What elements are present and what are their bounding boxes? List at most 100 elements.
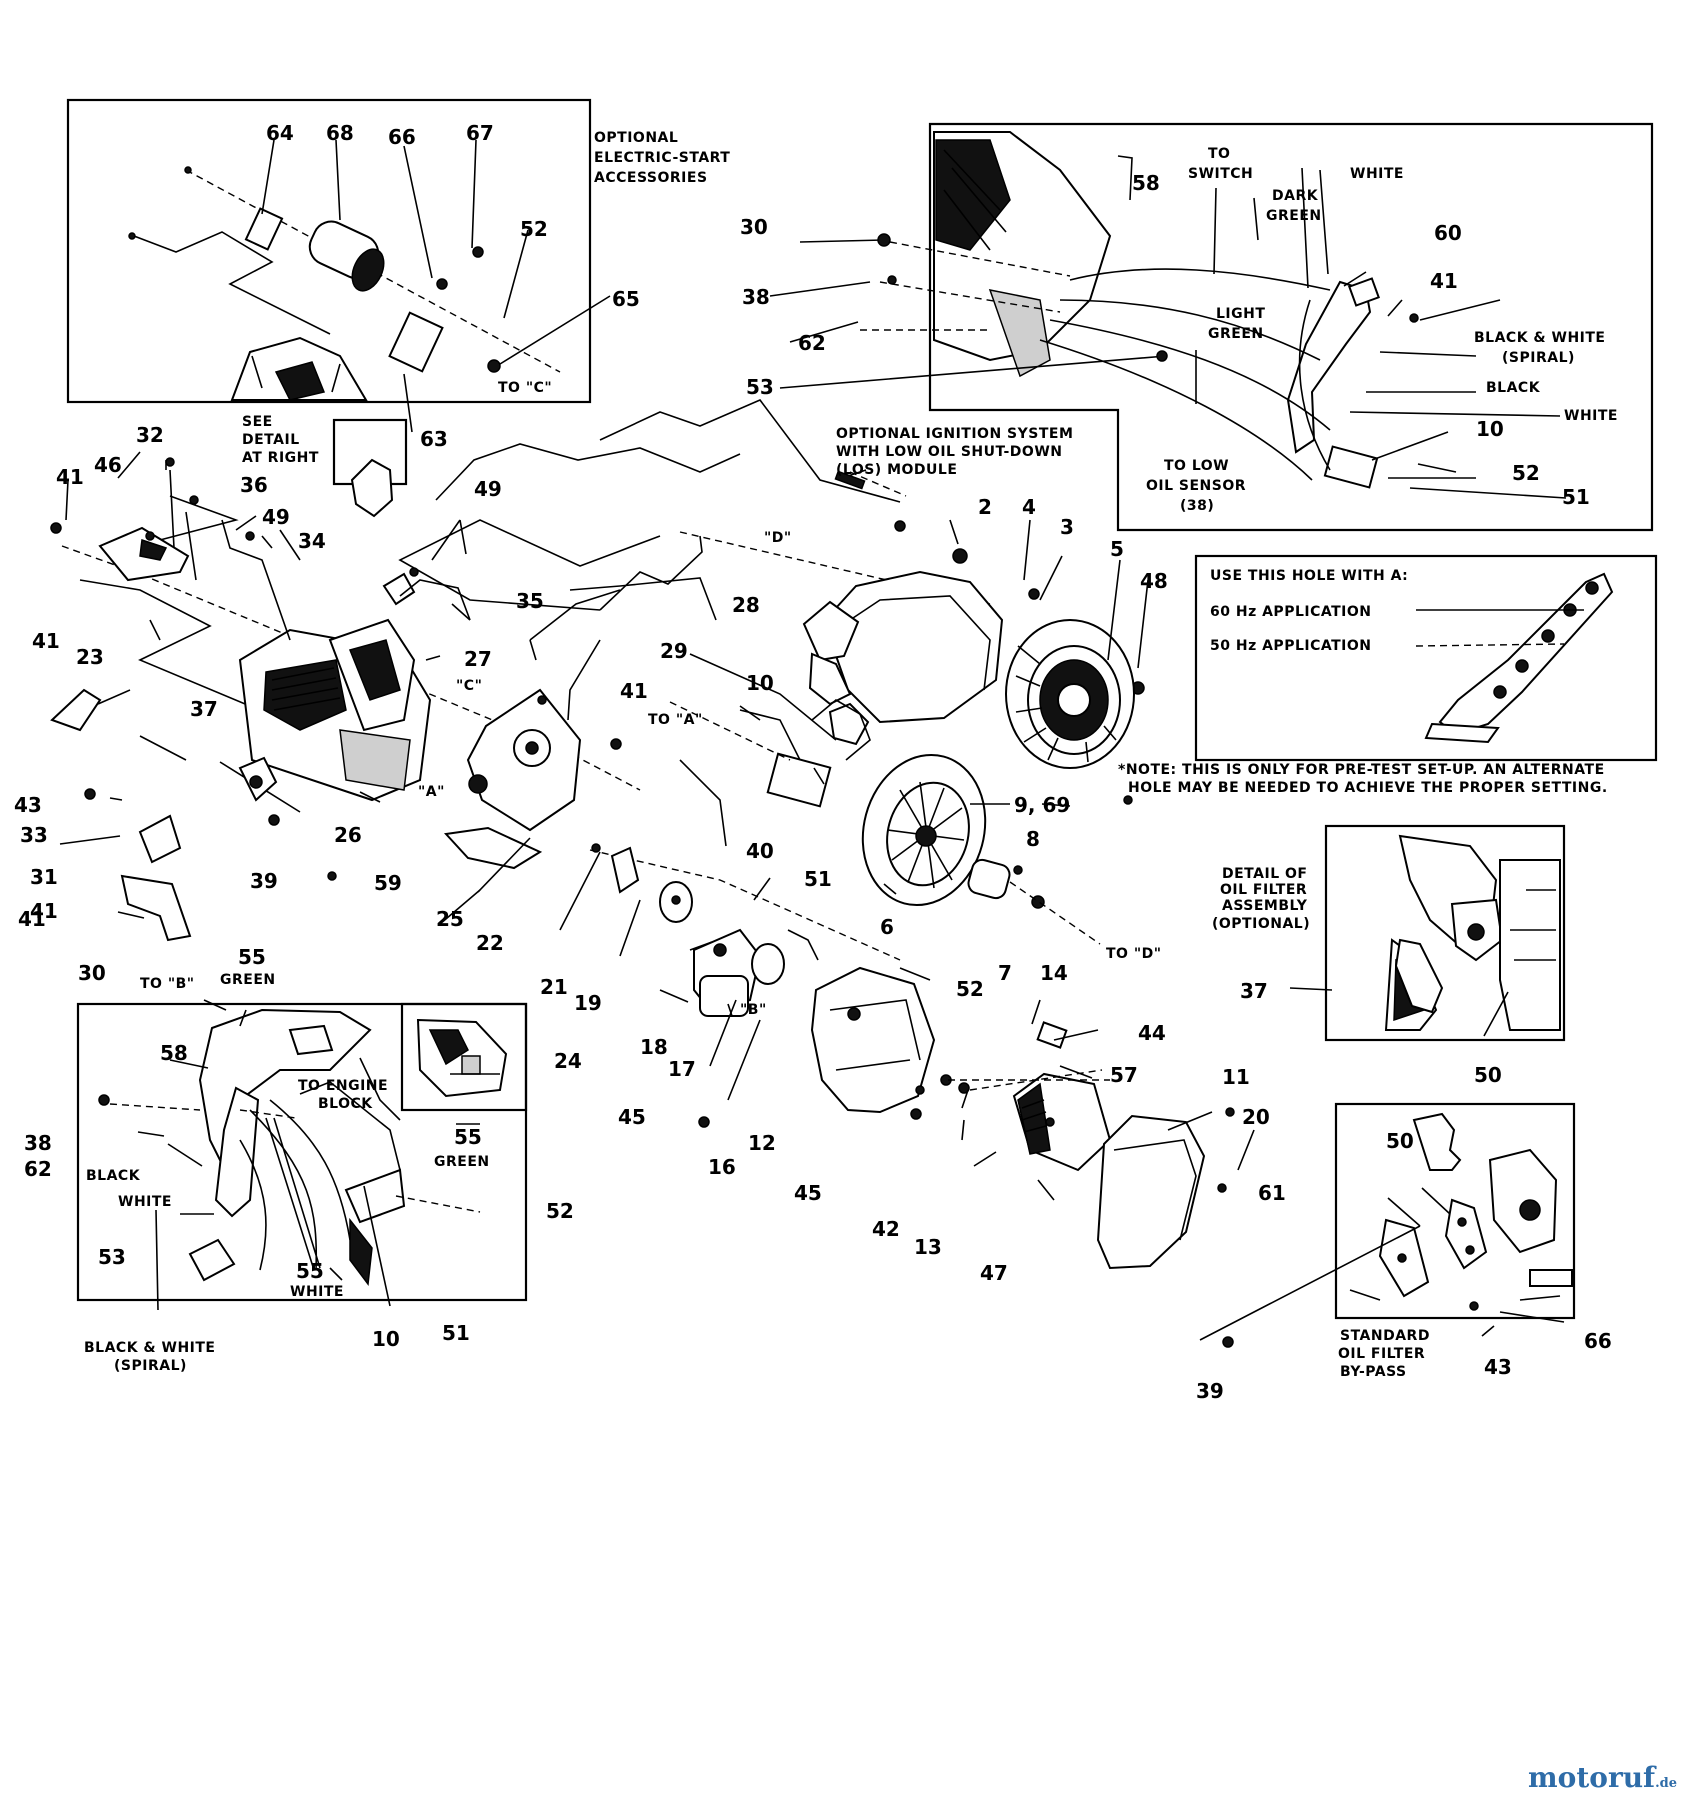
svg-text:OIL FILTER: OIL FILTER [1338, 1346, 1425, 1362]
svg-text:ACCESSORIES: ACCESSORIES [594, 170, 708, 186]
svg-text:DARK: DARK [1272, 188, 1319, 204]
blower-housing-assembly [679, 520, 1145, 769]
svg-text:(38): (38) [1180, 498, 1214, 514]
svg-text:8: 8 [1026, 827, 1040, 851]
svg-text:51: 51 [804, 867, 832, 891]
caption-to-d: TO "D" [1106, 946, 1162, 962]
svg-text:55: 55 [238, 945, 266, 969]
svg-text:AT RIGHT: AT RIGHT [242, 450, 319, 466]
svg-text:66: 66 [1584, 1329, 1612, 1353]
caption-hole-title: USE THIS HOLE WITH A: [1210, 568, 1408, 584]
svg-text:30: 30 [78, 961, 106, 985]
svg-text:55: 55 [454, 1125, 482, 1149]
svg-text:6: 6 [880, 915, 894, 939]
caption-note: *NOTE: THIS IS ONLY FOR PRE-TEST SET-UP.… [1118, 762, 1608, 796]
svg-text:62: 62 [798, 331, 826, 355]
caption-green-a: GREEN [220, 972, 276, 988]
svg-text:51: 51 [442, 1321, 470, 1345]
svg-text:41: 41 [32, 629, 60, 653]
governor-hole-inset-box [1194, 554, 1658, 762]
svg-text:60: 60 [1434, 221, 1462, 245]
svg-text:36: 36 [240, 473, 268, 497]
svg-text:10: 10 [372, 1327, 400, 1351]
svg-text:53: 53 [746, 375, 774, 399]
svg-text:2: 2 [978, 495, 992, 519]
caption-to-a: TO "A" [648, 712, 703, 728]
svg-text:43: 43 [14, 793, 42, 817]
caption-white-wire: WHITE [1564, 408, 1618, 424]
svg-text:37: 37 [190, 697, 218, 721]
svg-text:TO ENGINE: TO ENGINE [298, 1078, 388, 1094]
svg-text:HOLE MAY BE NEEDED TO ACHIEVE: HOLE MAY BE NEEDED TO ACHIEVE THE PROPER… [1128, 780, 1608, 796]
svg-text:BY-PASS: BY-PASS [1340, 1364, 1407, 1380]
breather-and-linkage [398, 399, 907, 661]
svg-text:26: 26 [334, 823, 362, 847]
svg-text:34: 34 [298, 529, 326, 553]
svg-text:29: 29 [660, 639, 688, 663]
engine-block-assembly [50, 458, 641, 942]
svg-text:4: 4 [1022, 495, 1036, 519]
lower-wiring-inset-box [76, 1002, 528, 1302]
brand-watermark: motoruf.de [1528, 1761, 1677, 1794]
svg-text:ELECTRIC-START: ELECTRIC-START [594, 150, 730, 166]
svg-text:19: 19 [574, 991, 602, 1015]
brand-name: motoruf [1528, 1761, 1656, 1794]
caption-green-b: GREEN [434, 1154, 490, 1170]
svg-text:66: 66 [388, 125, 416, 149]
svg-text:16: 16 [708, 1155, 736, 1179]
svg-text:45: 45 [794, 1181, 822, 1205]
svg-text:41: 41 [30, 899, 58, 923]
svg-text:ASSEMBLY: ASSEMBLY [1222, 898, 1308, 914]
letter-b: "B" [740, 1002, 767, 1018]
svg-text:20: 20 [1242, 1105, 1270, 1129]
electric-start-inset-box [66, 98, 592, 404]
svg-text:31: 31 [30, 865, 58, 889]
svg-text:64: 64 [266, 121, 294, 145]
electric-start-parts [133, 169, 561, 401]
svg-text:49: 49 [262, 505, 290, 529]
carburetor-assembly [589, 759, 901, 1128]
svg-text:46: 46 [94, 453, 122, 477]
svg-text:13: 13 [914, 1235, 942, 1259]
svg-text:61: 61 [1258, 1181, 1286, 1205]
svg-text:10: 10 [746, 671, 774, 695]
svg-text:67: 67 [466, 121, 494, 145]
svg-text:*NOTE: THIS IS ONLY FOR PRE-TE: *NOTE: THIS IS ONLY FOR PRE-TEST SET-UP.… [1118, 762, 1605, 778]
caption-to-engine-block: TO ENGINE BLOCK [298, 1078, 388, 1112]
svg-text:18: 18 [640, 1035, 668, 1059]
oil-filter-detail-parts [1349, 834, 1573, 1301]
caption-to-c: TO "C" [498, 380, 552, 396]
letter-c: "C" [456, 678, 482, 694]
svg-text:GREEN: GREEN [1208, 326, 1264, 342]
svg-text:52: 52 [1512, 461, 1540, 485]
svg-text:33: 33 [20, 823, 48, 847]
brand-tld: .de [1655, 1776, 1677, 1791]
svg-text:SEE: SEE [242, 414, 273, 430]
svg-text:42: 42 [872, 1217, 900, 1241]
svg-text:OPTIONAL: OPTIONAL [594, 130, 678, 146]
svg-text:(SPIRAL): (SPIRAL) [1502, 350, 1575, 366]
svg-text:GREEN: GREEN [1266, 208, 1322, 224]
svg-text:51: 51 [1562, 485, 1590, 509]
caption-60hz: 60 Hz APPLICATION [1210, 604, 1371, 620]
leader-lines [59, 139, 1565, 1341]
caption-electric-start: OPTIONAL ELECTRIC-START ACCESSORIES [594, 130, 730, 186]
svg-text:23: 23 [76, 645, 104, 669]
svg-text:44: 44 [1138, 1021, 1166, 1045]
svg-text:OIL FILTER: OIL FILTER [1220, 882, 1307, 898]
svg-text:7: 7 [998, 961, 1012, 985]
svg-text:LIGHT: LIGHT [1216, 306, 1265, 322]
caption-ignition: OPTIONAL IGNITION SYSTEM WITH LOW OIL SH… [836, 426, 1073, 478]
svg-text:39: 39 [1196, 1379, 1224, 1403]
svg-text:9, 69: 9, 69 [1014, 793, 1070, 817]
caption-standard-bypass: STANDARD OIL FILTER BY-PASS [1338, 1328, 1429, 1380]
svg-text:27: 27 [464, 647, 492, 671]
svg-text:59: 59 [374, 871, 402, 895]
svg-text:28: 28 [732, 593, 760, 617]
part-number-labels: 64 68 66 67 52 65 63 32 46 41 36 49 34 4… [14, 121, 1612, 1403]
svg-text:22: 22 [476, 931, 504, 955]
svg-text:38: 38 [742, 285, 770, 309]
svg-text:41: 41 [56, 465, 84, 489]
svg-text:12: 12 [748, 1131, 776, 1155]
